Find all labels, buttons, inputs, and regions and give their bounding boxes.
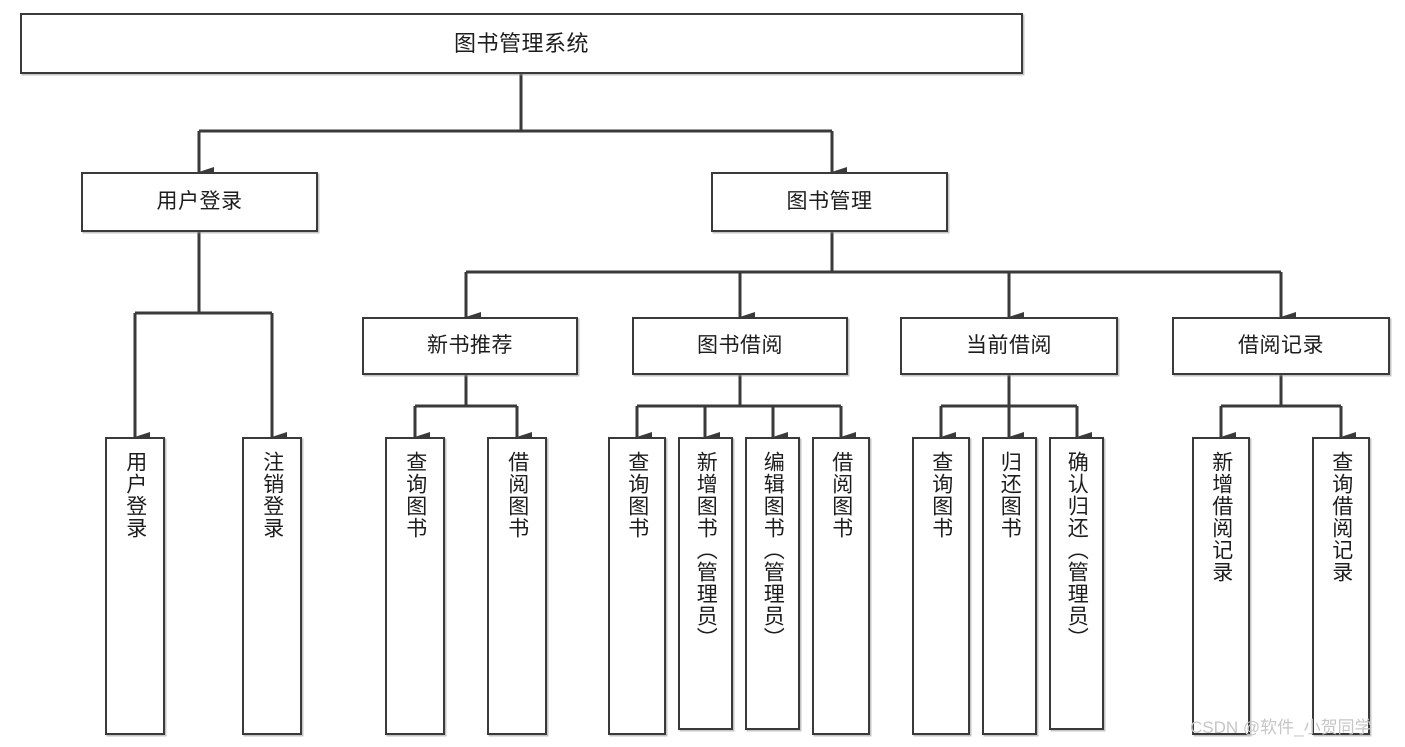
node-user-login[interactable]: 用户登录: [81, 172, 318, 232]
leaf-current-return-book[interactable]: 归还图书: [982, 437, 1037, 735]
leaf-record-add-record[interactable]: 新增借阅记录: [1192, 437, 1250, 735]
leaf-recommend-borrow-book[interactable]: 借阅图书: [487, 437, 547, 735]
node-label: 归还图书: [998, 451, 1022, 539]
node-label: 查询借阅记录: [1329, 451, 1353, 583]
leaf-borrow-edit-book-admin[interactable]: 编辑图书（管理员）: [745, 437, 800, 730]
node-label: 图书管理: [786, 189, 873, 213]
node-new-book-recommend[interactable]: 新书推荐: [362, 317, 578, 375]
leaf-borrow-borrow-book[interactable]: 借阅图书: [812, 437, 870, 735]
node-label: 借阅记录: [1238, 333, 1324, 357]
node-label: 查询图书: [625, 451, 649, 539]
node-label: 当前借阅: [966, 333, 1052, 357]
leaf-logout[interactable]: 注销登录: [242, 437, 302, 735]
node-label: 新增借阅记录: [1209, 451, 1233, 583]
leaf-user-login[interactable]: 用户登录: [105, 437, 165, 735]
node-label: 新增图书（管理员）: [694, 451, 718, 649]
node-root-system[interactable]: 图书管理系统: [20, 13, 1023, 74]
leaf-borrow-query-book[interactable]: 查询图书: [608, 437, 666, 735]
node-label: 查询图书: [929, 451, 953, 539]
node-label: 图书借阅: [697, 333, 783, 357]
node-label: 借阅图书: [505, 451, 529, 539]
leaf-current-query-book[interactable]: 查询图书: [912, 437, 970, 735]
node-book-manage[interactable]: 图书管理: [711, 172, 948, 232]
node-book-borrow[interactable]: 图书借阅: [632, 317, 848, 375]
csdn-watermark: CSDN @软件_小贺同学: [1190, 718, 1372, 737]
node-label: 图书管理系统: [453, 30, 589, 56]
node-label: 编辑图书（管理员）: [761, 451, 785, 649]
leaf-recommend-query-book[interactable]: 查询图书: [385, 437, 445, 735]
leaf-current-confirm-return-admin[interactable]: 确认归还（管理员）: [1049, 437, 1104, 730]
node-label: 借阅图书: [829, 451, 853, 539]
node-label: 新书推荐: [427, 333, 513, 357]
leaf-borrow-add-book-admin[interactable]: 新增图书（管理员）: [678, 437, 733, 730]
node-label: 查询图书: [403, 451, 427, 539]
node-borrow-record[interactable]: 借阅记录: [1172, 317, 1390, 375]
leaf-record-query-record[interactable]: 查询借阅记录: [1312, 437, 1370, 735]
node-label: 注销登录: [260, 451, 284, 539]
node-label: 用户登录: [156, 189, 243, 213]
node-current-borrow[interactable]: 当前借阅: [900, 317, 1118, 375]
node-label: 用户登录: [123, 451, 147, 539]
node-label: 确认归还（管理员）: [1065, 451, 1089, 649]
